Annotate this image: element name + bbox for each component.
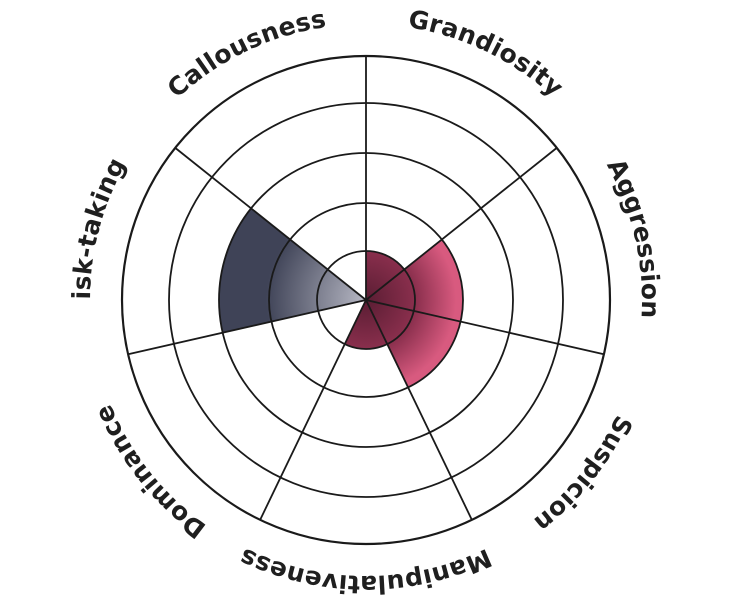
sector-grandiosity (366, 251, 405, 300)
grid-spoke-6 (127, 299, 367, 356)
grid-layer (120, 54, 612, 546)
sector-manipulativeness (344, 300, 388, 349)
grid-spoke-7 (174, 147, 367, 301)
grid-spoke-3 (365, 299, 605, 356)
sector-layer (219, 208, 463, 388)
grid-spoke-2 (365, 147, 558, 301)
sector-aggression (366, 239, 463, 322)
axis-label-manipulativeness: Manipulativeness (235, 542, 496, 599)
axis-label-suspicion: Suspicion (529, 411, 638, 538)
axis-label-risk-taking: Risk-taking (0, 0, 131, 300)
grid-spoke-5 (259, 299, 367, 521)
sector-risk-taking (219, 208, 366, 333)
grid-spoke-4 (365, 299, 473, 521)
